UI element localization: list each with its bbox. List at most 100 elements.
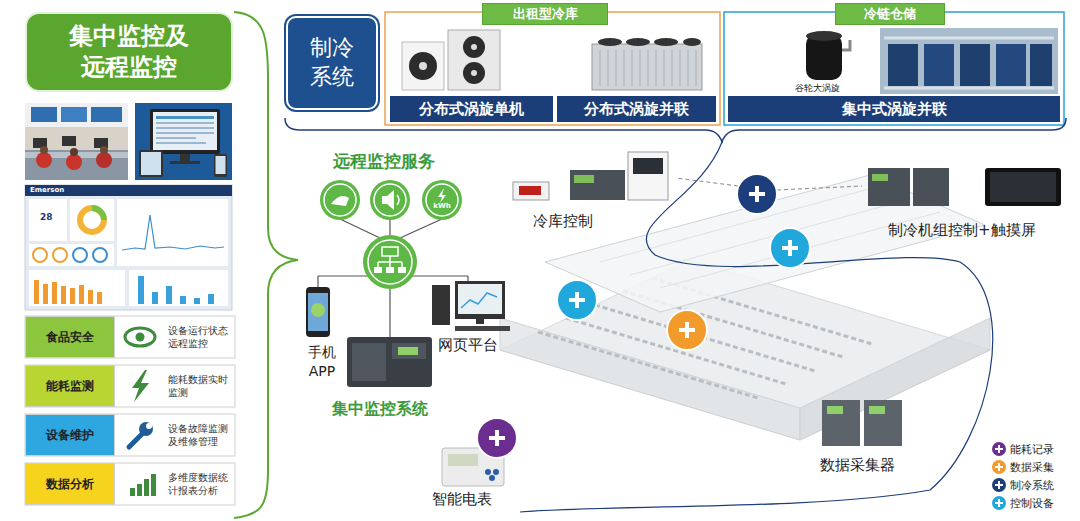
cold-room-controllers-part (633, 158, 663, 174)
service-circles-part (324, 184, 356, 216)
compressor-rack-part (880, 28, 1058, 94)
service-circles-part (374, 267, 382, 273)
monitoring-devices-photo-part (153, 112, 217, 150)
phone-icon (306, 287, 330, 337)
rental-frame (385, 12, 720, 125)
dashboard-screenshot-part (61, 286, 66, 304)
bar-chart-icon-part (144, 479, 149, 496)
monitoring-devices-photo-part (156, 142, 206, 144)
condensing-unit (402, 30, 500, 90)
node-text: 集中式涡旋并联 (842, 100, 947, 119)
unit-controllers-part (872, 174, 888, 181)
service-circles-part (363, 235, 417, 289)
condensing-unit-part (463, 62, 485, 84)
condensing-unit-part (409, 52, 437, 80)
eye-icon-part (136, 333, 145, 342)
dashboard-screenshot-part (97, 292, 102, 304)
remote-links (318, 219, 468, 337)
row-frames-part (25, 316, 235, 358)
description-cell: 设备故障监测 及维修管理 (165, 414, 237, 456)
plus-marker-part (679, 322, 695, 338)
monitoring-devices-photo-part (170, 161, 200, 164)
control-room-photo-part (25, 103, 128, 127)
part-name: 谷轮大涡旋 (795, 83, 840, 94)
dashboard-screenshot-part (33, 248, 47, 262)
smart-meter-part (448, 454, 478, 466)
cold-room-controllers-part (519, 186, 541, 195)
control-room-photo-part (96, 152, 112, 168)
row-frames-part (25, 365, 235, 407)
legend-text: 制冷系统 (1010, 478, 1054, 493)
cold-room-controllers-part (574, 175, 594, 183)
dashboard-screenshot-part (25, 185, 232, 196)
dashboard-screenshot (25, 185, 232, 310)
system-label: 集中监控系统 (332, 399, 428, 420)
dashboard-screenshot-part (73, 248, 87, 262)
computer-icon-part (476, 319, 484, 324)
node-text: 集中监控及 远程监控 (64, 21, 194, 83)
central-controller-part (347, 337, 432, 387)
node-text: 能耗数据实时 监测 (168, 373, 232, 400)
data-collectors-part (864, 400, 902, 446)
node-text: 多维度数据统 计报表分析 (168, 471, 232, 498)
service-circles (320, 180, 462, 289)
service-circles-part (438, 188, 446, 203)
parallel-unit (592, 38, 702, 90)
device-label: 智能电表 (432, 490, 492, 509)
plus-marker-part (667, 310, 707, 350)
parallel-unit-part (654, 38, 678, 46)
compressor-rack-part (996, 44, 1026, 86)
node-text: 冷链仓储 (864, 5, 916, 23)
plus-marker-part (477, 418, 517, 458)
data-collectors-part (822, 400, 860, 446)
eye-icon (125, 328, 155, 346)
control-room-photo-part (70, 148, 78, 156)
smart-meter-part (485, 469, 491, 475)
condensing-unit-part (471, 70, 477, 76)
unit-controllers (868, 168, 1061, 206)
node-text: 数据分析 (46, 476, 94, 493)
product-bar: 集中式涡旋并联 (728, 96, 1060, 122)
computer-icon-part (461, 293, 497, 308)
legend: 能耗记录数据采集制冷系统控制设备 (992, 440, 1054, 512)
control-room-photo (25, 103, 128, 180)
central-controller (347, 337, 432, 387)
title-box: 集中监控及 远程监控 (25, 12, 233, 92)
data-collectors (822, 400, 902, 446)
dashboard-screenshot-part (70, 288, 75, 304)
product-bar: 分布式涡旋单机 (390, 96, 553, 122)
monitoring-devices-photo-part (135, 103, 232, 180)
phone-icon-part (306, 287, 330, 337)
device-label: 冷库控制 (533, 212, 593, 231)
scroll-compressor (806, 31, 850, 80)
monitoring-devices-photo-part (180, 154, 190, 162)
dashboard-screenshot-part (43, 284, 48, 304)
unit-controllers-part (990, 172, 1056, 202)
cold-room-controllers-part (513, 182, 549, 200)
control-room-photo-part (62, 136, 76, 146)
dashboard-screenshot-part (34, 280, 39, 304)
plus-marker-part (737, 174, 777, 214)
plus-marker-part (569, 292, 585, 308)
brand-text: Emerson (30, 186, 64, 195)
dashboard-screenshot-part (79, 285, 84, 304)
legend-text: 数据采集 (1010, 460, 1054, 475)
bar-chart-icon (130, 474, 156, 496)
monitoring-devices-photo-part (141, 152, 161, 175)
node-text: 分布式涡旋并联 (584, 100, 689, 119)
panel-number: 28 (40, 212, 53, 222)
plus-marker-part (782, 240, 798, 256)
compressor-rack-part (924, 44, 954, 86)
description-cell: 能耗数据实时 监测 (165, 365, 237, 407)
phone-icon-part (311, 303, 325, 317)
dashboard-screenshot-part (70, 199, 114, 241)
monitoring-devices-photo-part (216, 156, 226, 174)
monitoring-devices-photo-part (214, 154, 227, 177)
dashboard-screenshot-part (88, 290, 93, 304)
lightning-icon-part (132, 370, 149, 402)
dashboard-screenshot-part (180, 296, 186, 304)
product-bar: 分布式涡旋并联 (557, 96, 716, 122)
legend-swatch (992, 496, 1006, 510)
device-label: 网页平台 (438, 336, 498, 355)
dashboard-screenshot-part (122, 215, 224, 250)
